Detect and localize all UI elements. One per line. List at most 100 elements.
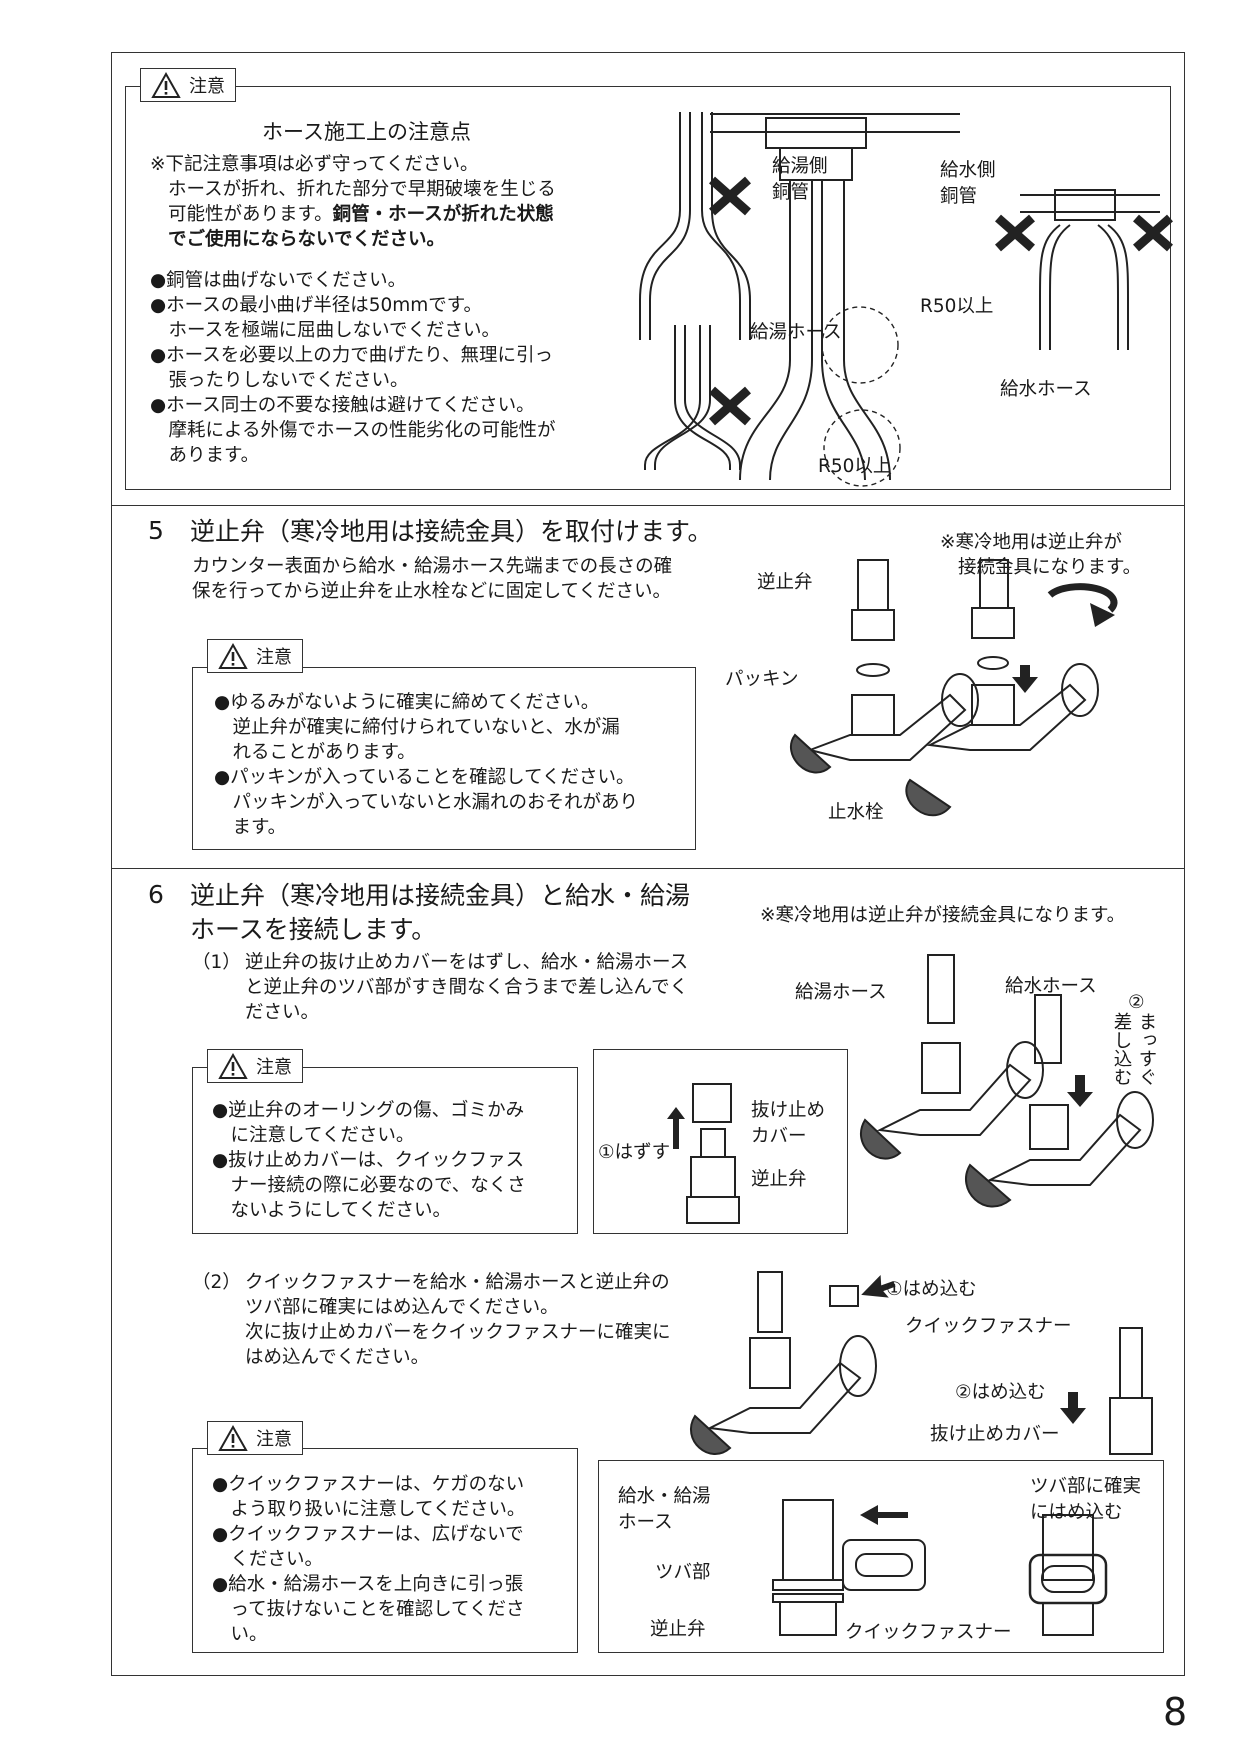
note-line: ホースが折れ、折れた部分で早期破壊を生じる: [168, 179, 556, 200]
caution-line: ●抜け止めカバーは、クイックファス: [212, 1150, 525, 1171]
fit-flange-label: ツバ部に確実: [1030, 1476, 1142, 1497]
remove-cover-illustration: [667, 1083, 740, 1224]
hose-label: 給水・給湯: [618, 1486, 711, 1507]
fit-step-1-label: ①はめ込む: [886, 1279, 977, 1300]
caution-tag: 注意: [207, 1049, 303, 1083]
radius-label-bottom: R50以上: [818, 456, 892, 477]
caution-tag: 注意: [207, 639, 303, 673]
page-number: 8: [1163, 1690, 1188, 1734]
hose-label: ホース: [618, 1512, 673, 1533]
bullet-line: ホースを極端に屈曲しないでください。: [150, 320, 501, 341]
hose-caution-title: ホース施工上の注意点: [262, 120, 471, 144]
caution-line: ないようにしてください。: [212, 1200, 452, 1221]
bullet-line: あります。: [150, 445, 260, 466]
cold-copper-label: 給水側: [940, 160, 996, 181]
bullet-line: ●ホースの最小曲げ半径は50mmです。: [150, 295, 482, 316]
fastener-label: クイックファスナー: [905, 1316, 1072, 1337]
hose-caution-note: ※下記注意事項は必ず守ってください。 ホースが折れ、折れた部分で早期破壊を生じる…: [150, 152, 556, 252]
fastener-label: クイックファスナー: [845, 1622, 1012, 1643]
desc-line: 保を行ってから逆止弁を止水栓などに固定してください。: [192, 581, 671, 602]
caution-line: ください。: [212, 1549, 324, 1570]
caution-line: ●クイックファスナーは、ケガのない: [212, 1474, 525, 1495]
remove-cover-panel: [593, 1049, 848, 1234]
flange-label: ツバ部: [655, 1562, 711, 1583]
substep-line: はめ込んでください。: [245, 1347, 430, 1368]
note-line: 接続金具になります。: [958, 557, 1142, 578]
fit-step-2-label: ②はめ込む: [955, 1382, 1046, 1403]
cold-region-note: ※寒冷地用は逆止弁が 接続金具になります。: [940, 530, 1141, 580]
step6-caution-text-2: ●クイックファスナーは、ケガのない よう取り扱いに注意してください。 ●クイック…: [212, 1472, 525, 1647]
bullet-line: ●ホース同士の不要な接触は避けてください。: [150, 395, 535, 416]
step-title: ホースを接続します。: [190, 915, 437, 944]
cover-label: 抜け止めカバー: [930, 1424, 1060, 1445]
bullet-line: 張ったりしないでください。: [150, 370, 409, 391]
step-title: 逆止弁（寒冷地用は接続金具）と給水・給湯: [190, 881, 691, 910]
step-description: カウンター表面から給水・給湯ホース先端までの長さの確 保を行ってから逆止弁を止水…: [192, 554, 672, 604]
caution-label: 注意: [189, 76, 225, 97]
caution-line: ます。: [214, 817, 287, 838]
substep-text: 逆止弁の抜け止めカバーをはずし、給水・給湯ホース と逆止弁のツバ部がすき間なく合…: [245, 950, 688, 1025]
page-frame: [111, 52, 1185, 1676]
substep-line: 逆止弁の抜け止めカバーをはずし、給水・給湯ホース: [245, 952, 689, 973]
step6-caution-box-2: [192, 1448, 578, 1653]
cold-hose-label: 給水ホース: [1005, 976, 1097, 997]
section-divider-5: [111, 505, 1185, 506]
cover-label: カバー: [751, 1126, 807, 1147]
hose-bending-illustration: [639, 112, 1173, 487]
caution-tag: 注意: [207, 1421, 303, 1455]
caution-line: ●逆止弁のオーリングの傷、ゴミかみ: [212, 1100, 525, 1121]
substep-text: クイックファスナーを給水・給湯ホースと逆止弁の ツバ部に確実にはめ込んでください…: [245, 1270, 671, 1370]
substep-number: （1）: [192, 952, 241, 973]
hot-hose-label: 給湯ホース: [750, 322, 842, 343]
warning-icon: [218, 1052, 248, 1079]
caution-label: 注意: [256, 1057, 292, 1078]
step-number: 5: [148, 516, 164, 545]
warning-icon: [151, 71, 181, 98]
note-line: ※下記注意事項は必ず守ってください。: [150, 154, 479, 175]
caution-line: れることがあります。: [214, 742, 416, 763]
caution-label: 注意: [256, 647, 292, 668]
cold-copper-label: 銅管: [940, 186, 978, 207]
step6-caution-box-1: [192, 1067, 578, 1234]
bullet-line: ●ホースを必要以上の力で曲げたり、無理に引っ: [150, 345, 553, 366]
insert-label: 差し込む: [1111, 1012, 1132, 1086]
check-valve-install-illustration: [789, 559, 1118, 817]
fastener-fit-illustration: [689, 1271, 1153, 1455]
step5-caution-box: [192, 667, 696, 850]
desc-line: カウンター表面から給水・給湯ホース先端までの長さの確: [192, 556, 673, 577]
bullet-line: 摩耗による外傷でホースの性能劣化の可能性が: [150, 420, 556, 441]
packing-label: パッキン: [725, 669, 799, 690]
stop-valve-label: 止水栓: [828, 802, 884, 823]
bullet-line: ●銅管は曲げないでください。: [150, 270, 407, 291]
caution-line: よう取り扱いに注意してください。: [212, 1499, 526, 1520]
step-title: 逆止弁（寒冷地用は接続金具）を取付けます。: [190, 517, 713, 546]
hot-copper-label: 給湯側: [772, 156, 828, 177]
step-number: 6: [148, 880, 164, 909]
hose-caution-box: [125, 86, 1171, 490]
caution-line: 逆止弁が確実に締付けられていないと、水が漏: [214, 717, 620, 738]
step6-caution-text-1: ●逆止弁のオーリングの傷、ゴミかみ に注意してください。 ●抜け止めカバーは、ク…: [212, 1098, 526, 1223]
note-bold: 銅管・ホースが折れた状態: [332, 204, 554, 225]
note-bold: でご使用にならないでください。: [168, 229, 445, 250]
hot-hose-label: 給湯ホース: [795, 982, 887, 1003]
hose-caution-bullets: ●銅管は曲げないでください。 ●ホースの最小曲げ半径は50mmです。 ホースを極…: [150, 268, 556, 468]
hot-copper-label: 銅管: [772, 182, 810, 203]
radius-label-top: R50以上: [920, 296, 994, 317]
substep-line: ださい。: [245, 1002, 320, 1023]
note-line: ※寒冷地用は逆止弁が: [940, 532, 1123, 553]
cover-label: 抜け止め: [751, 1100, 826, 1121]
caution-line: ●クイックファスナーは、広げないで: [212, 1524, 524, 1545]
fit-flange-label: にはめ込む: [1030, 1502, 1123, 1523]
substep-line: クイックファスナーを給水・給湯ホースと逆止弁の: [245, 1272, 670, 1293]
caution-line: パッキンが入っていないと水漏れのおそれがあり: [214, 792, 639, 813]
cold-region-note: ※寒冷地用は逆止弁が接続金具になります。: [760, 905, 1126, 926]
substep-number: （2）: [192, 1272, 241, 1293]
caution-line: って抜けないことを確認してくださ: [212, 1599, 525, 1620]
hose-insert-illustration: [859, 954, 1154, 1208]
caution-line: ●ゆるみがないように確実に締めてください。: [214, 692, 600, 713]
caution-tag: 注意: [140, 68, 236, 102]
flange-detail-panel: [598, 1460, 1164, 1653]
substep-line: と逆止弁のツバ部がすき間なく合うまで差し込んでく: [245, 977, 689, 998]
warning-icon: [218, 1424, 248, 1451]
flange-detail-illustration: [772, 1499, 1108, 1636]
